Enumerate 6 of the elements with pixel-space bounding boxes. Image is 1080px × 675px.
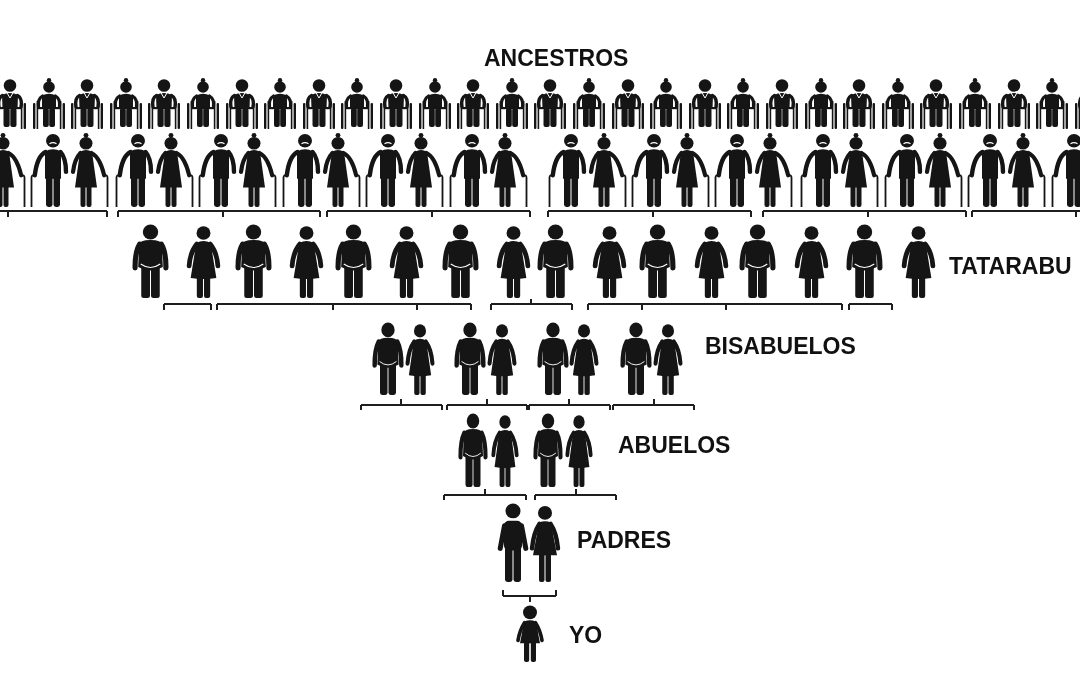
generation-label: ABUELOS [618,434,731,457]
generation-label: ANCESTROS [484,47,629,70]
generation-label: PADRES [577,529,672,552]
generation-label: BISABUELOS [705,335,856,358]
generation-label: YO [569,624,603,647]
generation-label: TATARABU [949,255,1072,278]
